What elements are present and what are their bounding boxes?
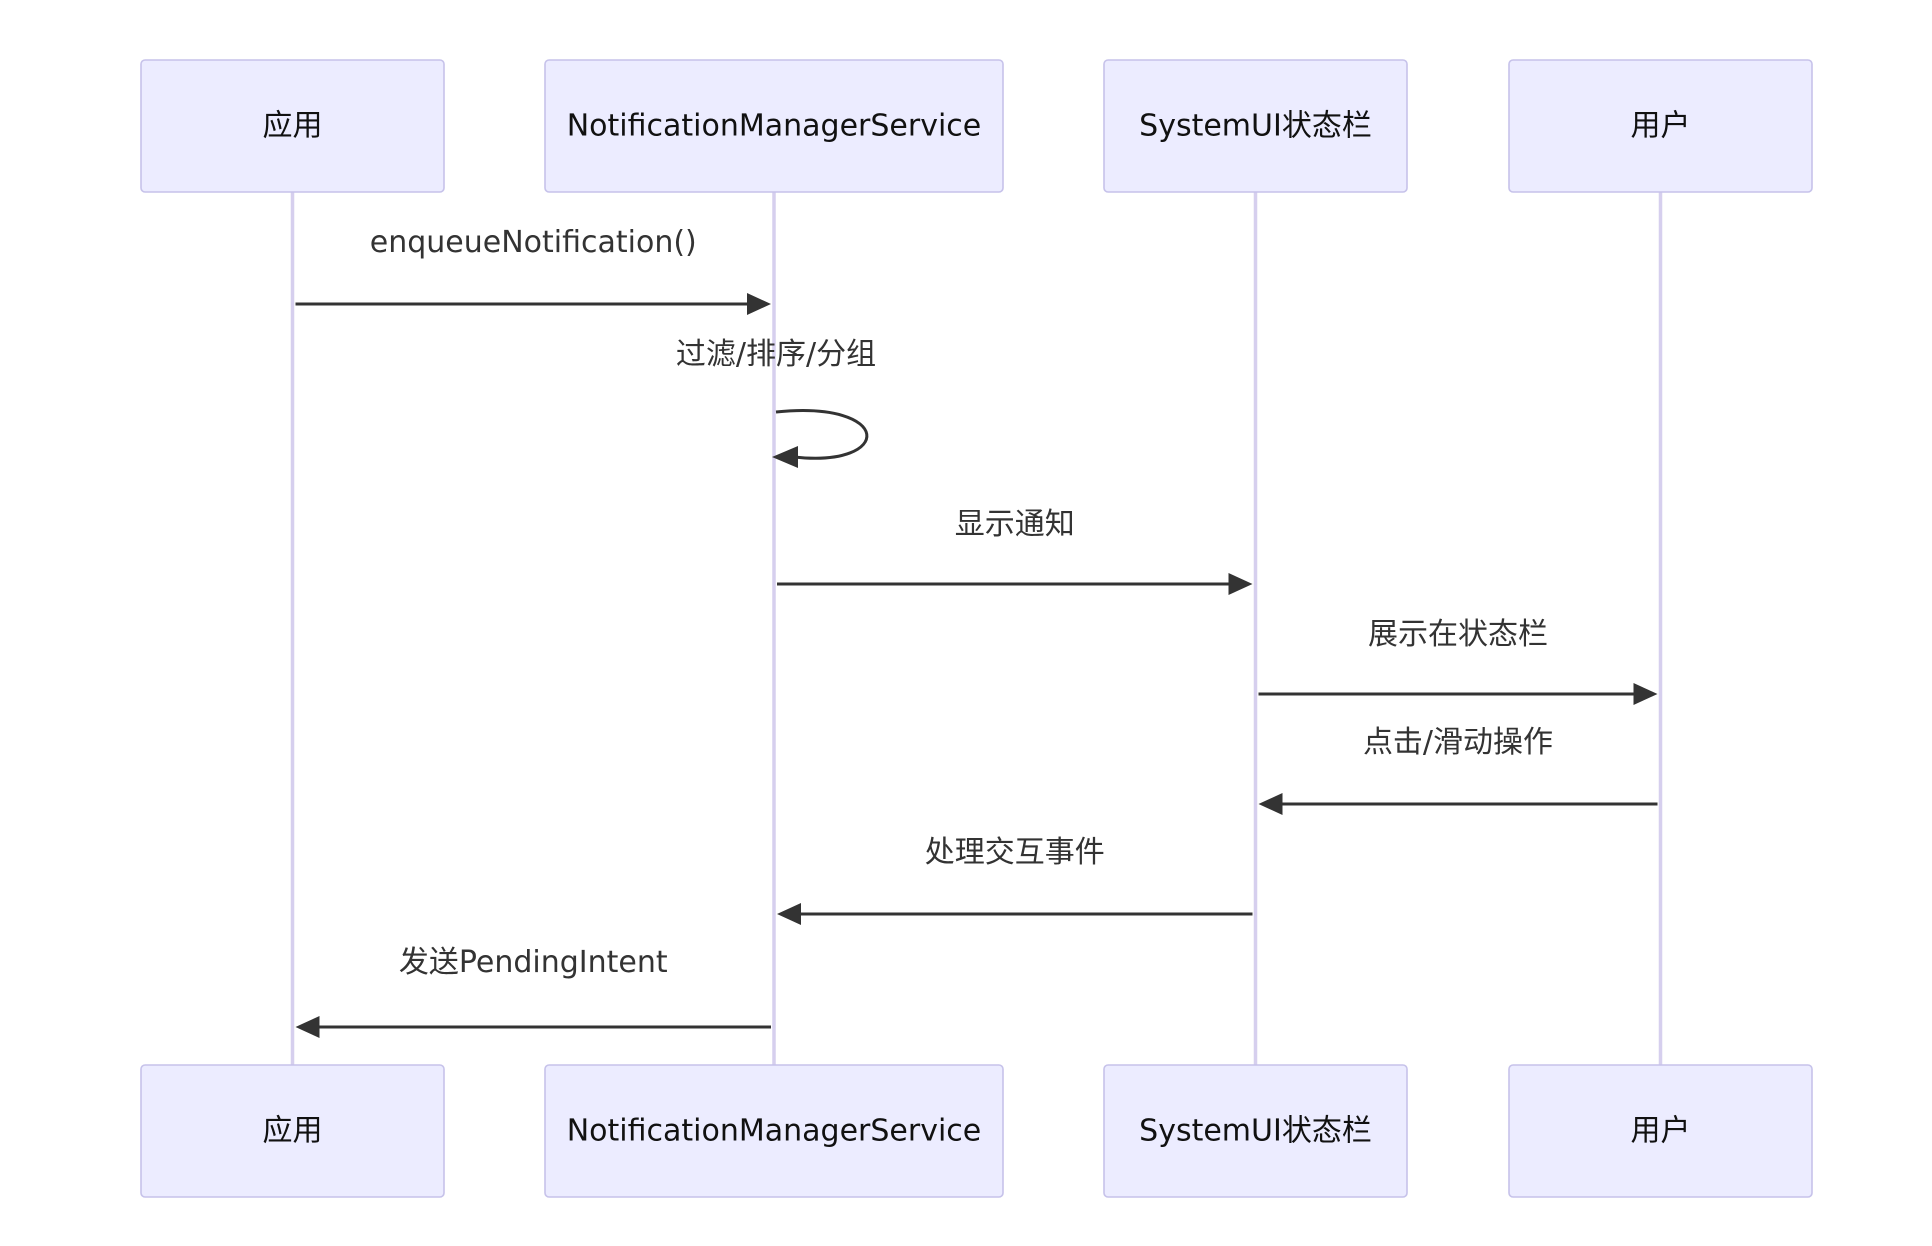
participant-user-bottom: 用户	[1508, 1064, 1813, 1198]
arrow-head	[1228, 573, 1253, 595]
message-2: 过滤/排序/分组	[676, 337, 876, 468]
message-label: 过滤/排序/分组	[676, 337, 876, 372]
participant-box	[140, 1064, 445, 1198]
participant-app-top: 应用	[140, 59, 445, 193]
participant-sysui-top: SystemUI状态栏	[1103, 59, 1408, 193]
self-loop-line	[775, 409, 869, 460]
message-1: enqueueNotification()	[295, 225, 771, 315]
message-label: 显示通知	[955, 507, 1075, 542]
message-3: 显示通知	[777, 507, 1253, 595]
participant-nms-top: NotificationManagerService	[544, 59, 1004, 193]
participant-box	[1103, 1064, 1408, 1198]
participant-label: 用户	[1631, 109, 1691, 144]
participant-label: NotificationManagerService	[567, 1114, 982, 1149]
arrow-head	[777, 903, 801, 925]
participant-label: 应用	[263, 109, 323, 144]
participants: 应用应用NotificationManagerServiceNotificati…	[140, 59, 1813, 1198]
message-label: 发送PendingIntent	[399, 945, 668, 980]
lifelines	[290, 192, 1663, 1065]
participant-box	[544, 59, 1004, 193]
arrow-head	[295, 1016, 320, 1038]
participant-label: NotificationManagerService	[567, 109, 982, 144]
arrow-head	[772, 446, 798, 468]
participant-user-top: 用户	[1508, 59, 1813, 193]
arrow-head	[1258, 793, 1283, 815]
participant-label: 用户	[1631, 1114, 1691, 1149]
message-5: 点击/滑动操作	[1258, 725, 1658, 815]
arrow-head	[747, 293, 771, 315]
participant-box	[1508, 59, 1813, 193]
participant-box	[1103, 59, 1408, 193]
message-7: 发送PendingIntent	[295, 945, 771, 1038]
participant-app-bottom: 应用	[140, 1064, 445, 1198]
participant-label: 应用	[263, 1114, 323, 1149]
message-label: 处理交互事件	[925, 835, 1105, 870]
participant-label: SystemUI状态栏	[1139, 1114, 1372, 1149]
message-4: 展示在状态栏	[1258, 617, 1658, 705]
participant-nms-bottom: NotificationManagerService	[544, 1064, 1004, 1198]
participant-box	[544, 1064, 1004, 1198]
participant-sysui-bottom: SystemUI状态栏	[1103, 1064, 1408, 1198]
message-label: 点击/滑动操作	[1363, 725, 1553, 760]
messages: enqueueNotification() 过滤/排序/分组显示通知展示在状态栏点…	[295, 225, 1658, 1038]
participant-box	[140, 59, 445, 193]
message-label: enqueueNotification()	[370, 225, 697, 260]
message-6: 处理交互事件	[777, 835, 1253, 925]
participant-label: SystemUI状态栏	[1139, 109, 1372, 144]
participant-box	[1508, 1064, 1813, 1198]
message-label: 展示在状态栏	[1368, 617, 1548, 652]
arrow-head	[1633, 683, 1658, 705]
